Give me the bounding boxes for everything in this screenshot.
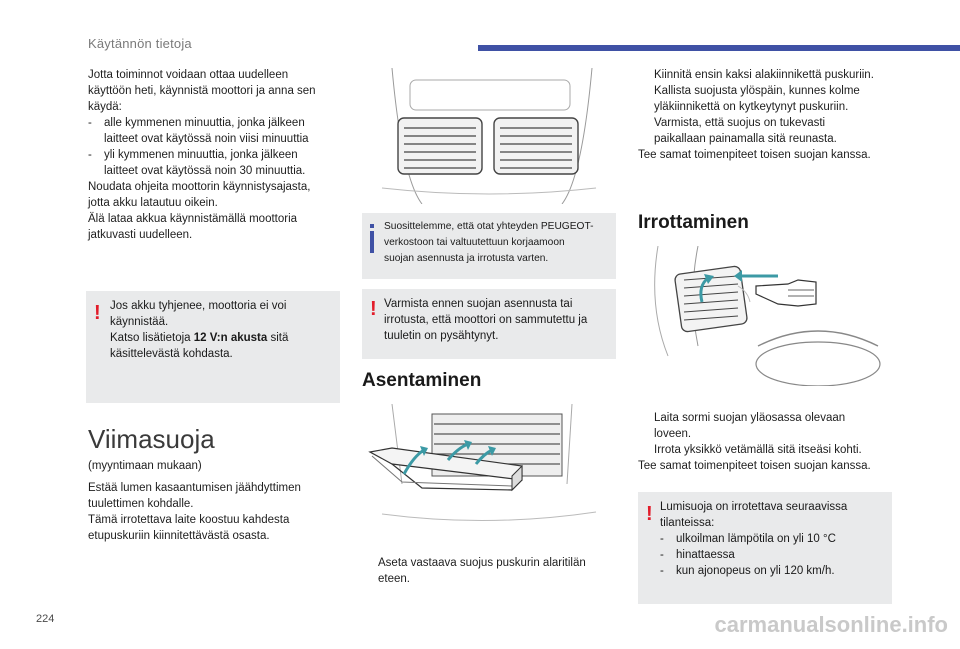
step-item: Varmista, että suojus on tukevasti paikal… xyxy=(638,115,900,147)
step-line: Laita sormi suojan yläosassa olevaan xyxy=(654,412,846,424)
warning-line: Jos akku tyhjenee, moottoria ei voi xyxy=(110,300,287,312)
intro-line: Jotta toiminnot voidaan ottaa uudelleen xyxy=(88,69,289,81)
step-line: Kallista suojusta ylöspäin, kunnes kolme xyxy=(654,85,860,97)
warning-list-text: ulkoilman lämpötila on yli 10 °C xyxy=(676,533,836,545)
removal-illustration-svg xyxy=(638,246,892,386)
step-item: Kiinnitä ensin kaksi alakiinnikettä pusk… xyxy=(638,67,900,83)
step-line: yläkiinnikettä on kytkeytynyt puskuriin. xyxy=(654,101,849,113)
list-dash: - xyxy=(660,533,664,545)
battery-warning-box: ! Jos akku tyhjenee, moottoria ei voi kä… xyxy=(86,291,340,403)
intro-line: käydä: xyxy=(88,101,122,113)
desc-line: Tämä irrotettava laite koostuu kahdesta xyxy=(88,514,290,526)
page-number: 224 xyxy=(36,613,55,625)
warning-list-item: -hinattaessa xyxy=(660,547,888,563)
list-dash: - xyxy=(88,117,92,129)
warning-text: Katso lisätietoja xyxy=(110,332,194,344)
install-steps: Kiinnitä ensin kaksi alakiinnikettä pusk… xyxy=(638,67,900,163)
warning-line: tilanteissa: xyxy=(660,517,715,529)
step-marker-icon xyxy=(638,442,654,458)
info-line: verkostoon tai valtuutettuun korjaamoon xyxy=(384,237,565,248)
after-line: Älä lataa akkua käynnistämällä moottoria xyxy=(88,213,298,225)
step-marker-icon xyxy=(638,115,654,147)
step-line: Aseta vastaava suojus puskurin alaritilä… xyxy=(378,557,586,569)
desc-line: Estää lumen kasaantumisen jäähdyttimen xyxy=(88,482,301,494)
after-line: jotta akku latautuu oikein. xyxy=(88,197,218,209)
removal-warning-box: ! Lumisuoja on irrotettava seuraavissa t… xyxy=(638,492,892,604)
repeat-note: Tee samat toimenpiteet toisen suojan kan… xyxy=(638,149,871,161)
intro-line: käyttöön heti, käynnistä moottori ja ann… xyxy=(88,85,316,97)
step-line: Varmista, että suojus on tukevasti xyxy=(654,117,826,129)
description-text: Estää lumen kasaantumisen jäähdyttimen t… xyxy=(88,480,348,544)
step-line: eteen. xyxy=(378,573,410,585)
section-title-irrottaminen: Irrottaminen xyxy=(638,212,749,233)
install-step: Aseta vastaava suojus puskurin alaritilä… xyxy=(362,555,616,587)
info-line: suojan asennusta ja irrotusta varten. xyxy=(384,253,549,264)
step-item: Laita sormi suojan yläosassa olevaan love… xyxy=(638,410,900,442)
header-accent-bar xyxy=(478,45,960,51)
warning-line: irrotusta, että moottori on sammutettu j… xyxy=(384,314,588,326)
warning-list-text: kun ajonopeus on yli 120 km/h. xyxy=(676,565,835,577)
left-cover-drawing xyxy=(397,117,483,175)
installation-illustration-svg xyxy=(362,404,616,540)
step-marker-icon xyxy=(638,83,654,115)
step-item: Kallista suojusta ylöspäin, kunnes kolme… xyxy=(638,83,900,115)
list-dash: - xyxy=(660,549,664,561)
warning-list-item: -ulkoilman lämpötila on yli 10 °C xyxy=(660,531,888,547)
after-line: Noudata ohjeita moottorin käynnistysajas… xyxy=(88,181,311,193)
list-dash: - xyxy=(660,565,664,577)
list-item-line: laitteet ovat käytössä noin 30 minuuttia… xyxy=(104,165,306,177)
step-marker-icon xyxy=(638,67,654,83)
battery-link-text: 12 V:n akusta xyxy=(193,332,268,344)
illustration-removal xyxy=(638,246,892,386)
right-cover-drawing xyxy=(493,117,579,175)
warning-line: käsittelevästä kohdasta. xyxy=(110,348,233,360)
desc-line: tuulettimen kohdalle. xyxy=(88,498,194,510)
list-item-line: alle kymmenen minuuttia, jonka jälkeen xyxy=(104,117,305,129)
watermark: carmanualsonline.info xyxy=(714,612,949,637)
warning-line: Lumisuoja on irrotettava seuraavissa xyxy=(660,501,848,513)
warning-icon: ! xyxy=(370,298,377,320)
warning-line: tuuletin on pysähtynyt. xyxy=(384,330,499,342)
list-item-line: yli kymmenen minuuttia, jonka jälkeen xyxy=(104,149,298,161)
grille-illustration-svg xyxy=(362,68,616,204)
warning-icon: ! xyxy=(646,503,653,525)
section-title-asentaminen: Asentaminen xyxy=(362,370,482,391)
list-item: - yli kymmenen minuuttia, jonka jälkeen l… xyxy=(88,147,348,179)
availability-note: (myyntimaan mukaan) xyxy=(88,460,202,472)
hand-icon xyxy=(755,279,817,307)
step-item: Irrota yksikkö vetämällä sitä itseäsi ko… xyxy=(638,442,900,458)
list-item-line: laitteet ovat käytössä noin viisi minuut… xyxy=(104,133,309,145)
illustration-installation xyxy=(362,404,616,540)
list-dash: - xyxy=(88,149,92,161)
cover-being-removed xyxy=(674,265,748,333)
warning-list-text: hinattaessa xyxy=(676,549,735,561)
step-marker-icon xyxy=(638,410,654,442)
warning-text: sitä xyxy=(267,332,289,344)
repeat-note: Tee samat toimenpiteet toisen suojan kan… xyxy=(638,460,871,472)
engine-warning-box: ! Varmista ennen suojan asennusta tai ir… xyxy=(362,289,616,359)
step-line: loveen. xyxy=(654,428,692,440)
removal-steps: Laita sormi suojan yläosassa olevaan love… xyxy=(638,410,900,474)
warning-line: käynnistää. xyxy=(110,316,169,328)
warning-line: Varmista ennen suojan asennusta tai xyxy=(384,298,573,310)
illustration-front-grille xyxy=(362,68,616,204)
step-line: paikallaan painamalla sitä reunasta. xyxy=(654,133,837,145)
list-item: - alle kymmenen minuuttia, jonka jälkeen… xyxy=(88,115,348,147)
step-line: Kiinnitä ensin kaksi alakiinnikettä pusk… xyxy=(654,69,874,81)
info-line: Suosittelemme, että otat yhteyden PEUGEO… xyxy=(384,221,594,232)
after-line: jatkuvasti uudelleen. xyxy=(88,229,193,241)
step-marker-icon xyxy=(362,555,378,587)
warning-icon: ! xyxy=(94,302,101,324)
step-line: Irrota yksikkö vetämällä sitä itseäsi ko… xyxy=(654,444,862,456)
header-title: Käytännön tietoja xyxy=(88,36,192,51)
desc-line: etupuskuriin kiinnitettävästä osasta. xyxy=(88,530,270,542)
intro-text: Jotta toiminnot voidaan ottaa uudelleen … xyxy=(88,67,348,243)
info-box: Suosittelemme, että otat yhteyden PEUGEO… xyxy=(362,213,616,279)
section-title-viimasuoja: Viimasuoja xyxy=(88,424,215,454)
info-icon xyxy=(370,224,374,253)
warning-line: Katso lisätietoja 12 V:n akusta sitä xyxy=(110,330,334,346)
warning-list-item: -kun ajonopeus on yli 120 km/h. xyxy=(660,563,888,579)
